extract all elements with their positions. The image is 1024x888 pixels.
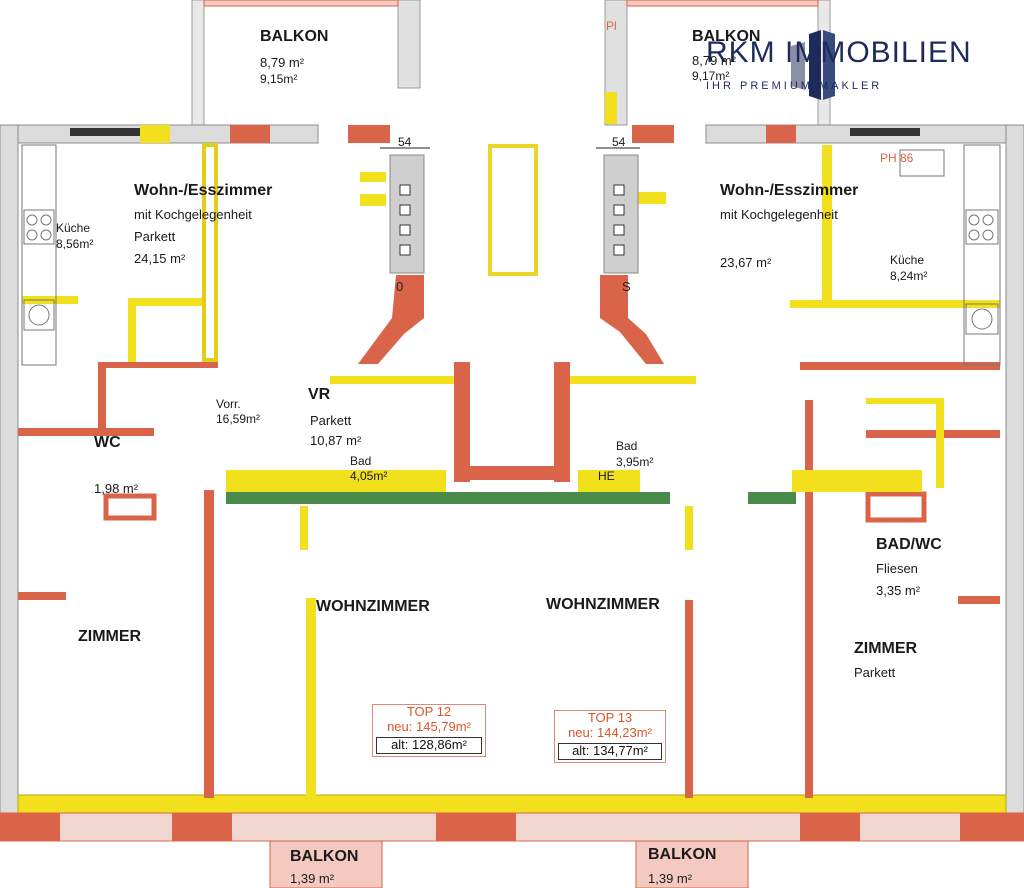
wc-label: WC	[94, 434, 121, 451]
unit-top12-alt: alt: 128,86m²	[376, 736, 482, 754]
balkon-bottom-left-label: BALKON	[290, 848, 359, 865]
balkon-top-right-area1: 8,79 m²	[692, 53, 737, 68]
kueche-right-area: 8,24m²	[890, 269, 928, 283]
vr-floor: Parkett	[310, 413, 352, 428]
brand-tagline: IHR PREMIUM MAKLER	[706, 80, 883, 92]
wohnzimmer-right-label: WOHNZIMMER	[546, 596, 660, 613]
zimmer-right-floor: Parkett	[854, 665, 896, 680]
balkon-top-left-area1: 8,79 m²	[260, 55, 305, 70]
bad-left-label: Bad	[350, 454, 372, 468]
badwc-label: BAD/WC	[876, 536, 942, 553]
wohn-left-floor: Parkett	[134, 229, 176, 244]
ph-label: PH 86	[880, 151, 914, 165]
wohn-left-sub: mit Kochgelegenheit	[134, 207, 252, 222]
he-mark: HE	[598, 469, 615, 483]
vorr-area: 16,59m²	[216, 412, 261, 426]
wohn-left-area: 24,15 m²	[134, 251, 186, 266]
green-sill-right	[748, 492, 796, 504]
dimension-left: 54	[398, 135, 412, 149]
unit-top13-alt: alt: 134,77m²	[558, 742, 662, 760]
brand-name: RKM IMMOBILIEN	[706, 36, 972, 69]
balkon-top-left-area2: 9,15m²	[260, 72, 298, 86]
yellow-walls	[22, 143, 1000, 798]
bad-right-area: 3,95m²	[616, 455, 654, 469]
balkon-top-left-label: BALKON	[260, 28, 329, 45]
bad-right-label: Bad	[616, 439, 638, 453]
badwc-area: 3,35 m²	[876, 583, 921, 598]
kitchen-left	[21, 144, 57, 366]
balcony-top-left	[191, 0, 421, 126]
zimmer-right-label: ZIMMER	[854, 640, 918, 657]
vorr-label: Vorr.	[216, 397, 241, 411]
unit-box-top13: TOP 13 neu: 144,23m² alt: 134,77m²	[554, 710, 666, 763]
shaft-right	[603, 154, 639, 274]
shaft-left-mark: 0	[396, 279, 404, 294]
badwc-floor: Fliesen	[876, 561, 918, 576]
shaft-right-mark: S	[622, 279, 631, 294]
balkon-bottom-right-label: BALKON	[648, 846, 717, 863]
unit-box-top12: TOP 12 neu: 145,79m² alt: 128,86m²	[372, 704, 486, 757]
unit-top13-neu: neu: 144,23m²	[568, 724, 652, 740]
wohn-right-area: 23,67 m²	[720, 255, 772, 270]
vr-area: 10,87 m²	[310, 433, 362, 448]
balkon-top-right-label: BALKON	[692, 28, 761, 45]
balkon-bottom-right-area: 1,39 m²	[648, 871, 693, 886]
balkon-top-right-area2: 9,17m²	[692, 69, 730, 83]
unit-top12-label: TOP 12	[406, 704, 452, 719]
kueche-left-area: 8,56m²	[56, 237, 94, 251]
unit-top13-label: TOP 13	[587, 710, 633, 725]
pl-mark: Pl	[606, 19, 617, 33]
wohn-right-sub: mit Kochgelegenheit	[720, 207, 838, 222]
balkon-bottom-left-area: 1,39 m²	[290, 871, 335, 886]
dimension-right: 54	[612, 135, 626, 149]
bottom-facade	[0, 794, 1024, 888]
green-sill	[226, 492, 670, 504]
outer-walls	[0, 124, 1024, 816]
wohnzimmer-left-label: WOHNZIMMER	[316, 598, 430, 615]
wohn-right-label: Wohn-/Esszimmer	[720, 182, 859, 199]
kueche-left-label: Küche	[56, 221, 91, 235]
shaft-left	[389, 154, 425, 274]
unit-top12-neu: neu: 145,79m²	[387, 718, 471, 734]
wohn-left-label: Wohn-/Esszimmer	[134, 182, 273, 199]
wc-area: 1,98 m²	[94, 481, 139, 496]
kitchen-right	[899, 144, 1001, 366]
kueche-right-label: Küche	[890, 253, 925, 267]
zimmer-left-label: ZIMMER	[78, 628, 142, 645]
brand-logo	[791, 30, 835, 100]
vr-label: VR	[308, 386, 331, 403]
bad-left-area: 4,05m²	[350, 469, 388, 483]
interior-walls	[18, 275, 1000, 798]
